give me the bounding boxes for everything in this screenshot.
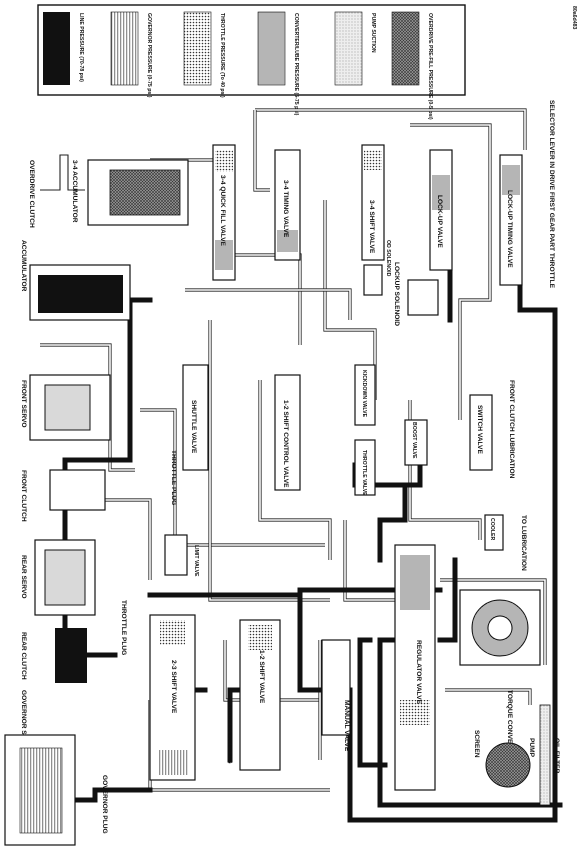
label-to-lubrication: TO LUBRICATION bbox=[520, 515, 527, 571]
label-kickdown-valve: KICKDOWN VALVE bbox=[361, 370, 367, 418]
governor-solenoid: GOVERNOR SOLENOID bbox=[20, 690, 27, 765]
label-shuttle-valve: SHUTTLE VALVE bbox=[190, 400, 197, 454]
rear-servo: REAR SERVO bbox=[20, 539, 96, 616]
accumulator: ACCUMULATOR bbox=[20, 240, 131, 321]
od-solenoid: OD SOLENOID bbox=[363, 240, 391, 296]
label-governor-plug-mid: GOVERNOR PLUG bbox=[226, 705, 233, 764]
boost-valve: BOOST VALVE bbox=[404, 419, 428, 466]
label-throttle-plug-lower: THROTTLE PLUG bbox=[120, 600, 127, 655]
label-shift-valve-34: 3-4 SHIFT VALVE bbox=[368, 200, 375, 254]
label-od-solenoid: OD SOLENOID bbox=[385, 240, 391, 277]
throttle-valve: THROTTLE VALVE bbox=[354, 439, 376, 496]
label-shift-valve-12: 1-2 SHIFT VALVE bbox=[258, 650, 265, 704]
selector-lever-note: SELECTOR LEVER IN DRIVE FIRST GEAR PART … bbox=[548, 100, 555, 289]
shift-valve-12: 1-2 SHIFT VALVE GOVERNOR PLUG bbox=[226, 619, 281, 771]
label-rear-clutch: REAR CLUTCH bbox=[20, 632, 27, 680]
label-pump: PUMP bbox=[528, 738, 535, 758]
legend-entry-throttle-pressure: THROTTLE PRESSURE (To 40 psi) bbox=[183, 11, 225, 98]
label-lockup-valve: LOCK-UP VALVE bbox=[436, 195, 443, 248]
label-screen: SCREEN bbox=[473, 730, 480, 758]
legend-entry-line-pressure: LINE PRESSURE (70-78 psi) bbox=[43, 12, 84, 85]
cooler: COOLER TO LUBRICATION bbox=[484, 514, 527, 571]
label-shift-control-valve: 1-2 SHIFT CONTROL VALVE bbox=[282, 400, 289, 488]
shift-valve-23: 2-3 SHIFT VALVE THROTTLE PLUG bbox=[120, 600, 196, 781]
label-front-servo: FRONT SERVO bbox=[20, 380, 27, 428]
regulator-valve: REGULATOR VALVE bbox=[394, 544, 436, 791]
label-regulator-valve: REGULATOR VALVE bbox=[415, 640, 422, 705]
governor-assembly: GOVERNOR PLUG bbox=[4, 734, 108, 846]
label-quick-fill-valve: 3-4 QUICK FILL VALVE bbox=[219, 175, 226, 247]
pump-filter: SCREEN PUMP OIL FILTER bbox=[473, 704, 560, 806]
label-cooler: COOLER bbox=[489, 518, 495, 540]
label-accumulator: ACCUMULATOR bbox=[20, 240, 27, 292]
timing-valve-34: 3-4 TIMING VALVE bbox=[274, 149, 301, 261]
kickdown-valve: KICKDOWN VALVE bbox=[354, 364, 376, 426]
torque-converter: TORQUE CONVERTER bbox=[459, 589, 541, 762]
label-manual-valve: MANUAL VALVE bbox=[343, 700, 350, 752]
manual-valve: MANUAL VALVE bbox=[321, 639, 351, 752]
accumulator-34: 3-4 ACCUMULATOR bbox=[71, 159, 189, 226]
label-front-clutch: FRONT CLUTCH bbox=[20, 470, 27, 522]
lockup-solenoid: LOCKUP SOLENOID bbox=[393, 262, 439, 326]
legend-label-governor-pressure: GOVERNOR PRESSURE (0-75 psi) bbox=[146, 13, 152, 98]
quick-fill-valve: 3-4 QUICK FILL VALVE bbox=[212, 144, 236, 281]
lockup-valve: LOCK-UP VALVE bbox=[429, 149, 453, 271]
label-governor-solenoid: GOVERNOR SOLENOID bbox=[20, 690, 27, 765]
label-selector-note: SELECTOR LEVER IN DRIVE FIRST GEAR PART … bbox=[548, 100, 555, 289]
figure-id: 80a6d483 bbox=[571, 6, 577, 29]
label-lockup-solenoid: LOCKUP SOLENOID bbox=[393, 262, 400, 326]
label-timing-valve-34: 3-4 TIMING VALVE bbox=[282, 180, 289, 238]
lockup-timing-valve: LOCK-UP TIMING VALVE bbox=[499, 154, 523, 286]
label-front-clutch-lubrication: FRONT CLUTCH LUBRICATION bbox=[508, 380, 515, 479]
legend-label-overdrive-prefill: OVERDRIVE PRE-FILL PRESSURE (0-5 psi) bbox=[427, 13, 433, 120]
rear-clutch: REAR CLUTCH bbox=[20, 628, 87, 683]
label-accumulator-34: 3-4 ACCUMULATOR bbox=[71, 160, 78, 223]
shift-control-valve-12: 1-2 SHIFT CONTROL VALVE bbox=[274, 374, 301, 491]
label-throttle-valve: THROTTLE VALVE bbox=[361, 450, 367, 496]
legend-label-line-pressure: LINE PRESSURE (70-78 psi) bbox=[78, 13, 84, 82]
limit-valve: LIMIT VALVE bbox=[164, 534, 199, 577]
legend: LINE PRESSURE (70-78 psi) GOVERNOR PRESS… bbox=[37, 4, 466, 120]
label-boost-valve: BOOST VALVE bbox=[411, 422, 417, 459]
label-switch-valve: SWITCH VALVE bbox=[476, 405, 483, 454]
label-shift-valve-23: 2-3 SHIFT VALVE bbox=[170, 660, 177, 714]
label-rear-servo: REAR SERVO bbox=[20, 555, 27, 598]
front-clutch: FRONT CLUTCH bbox=[20, 469, 106, 522]
front-servo: FRONT SERVO bbox=[20, 374, 111, 441]
legend-label-pump-suction: PUMP SUCTION bbox=[370, 13, 376, 53]
label-torque-converter: TORQUE CONVERTER bbox=[506, 690, 513, 762]
legend-label-converter-pressure: CONVERTER/LUBE PRESSURE (5-75 psi) bbox=[293, 13, 299, 116]
label-lockup-timing-valve: LOCK-UP TIMING VALVE bbox=[506, 190, 513, 268]
legend-entry-governor-pressure: GOVERNOR PRESSURE (0-75 psi) bbox=[110, 11, 152, 98]
legend-entry-overdrive-prefill: OVERDRIVE PRE-FILL PRESSURE (0-5 psi) bbox=[391, 11, 433, 120]
legend-label-throttle-pressure: THROTTLE PRESSURE (To 40 psi) bbox=[219, 13, 225, 98]
overdrive-clutch: OVERDRIVE CLUTCH bbox=[28, 154, 85, 228]
label-overdrive-clutch: OVERDRIVE CLUTCH bbox=[28, 160, 35, 228]
switch-valve: SWITCH VALVE FRONT CLUTCH LUBRICATION bbox=[469, 380, 515, 479]
label-limit-valve: LIMIT VALVE bbox=[193, 545, 199, 577]
legend-entry-pump-suction: PUMP SUCTION bbox=[334, 11, 376, 86]
shift-valve-34: 3-4 SHIFT VALVE bbox=[361, 144, 385, 261]
legend-entry-converter-pressure: CONVERTER/LUBE PRESSURE (5-75 psi) bbox=[257, 11, 299, 116]
label-governor-plug-bottom: GOVERNOR PLUG bbox=[101, 775, 108, 834]
label-oil-filter: OIL FILTER bbox=[553, 738, 560, 774]
label-throttle-plug-upper: THROTTLE PLUG bbox=[170, 450, 177, 505]
shuttle-valve: SHUTTLE VALVE THROTTLE PLUG bbox=[170, 364, 209, 505]
